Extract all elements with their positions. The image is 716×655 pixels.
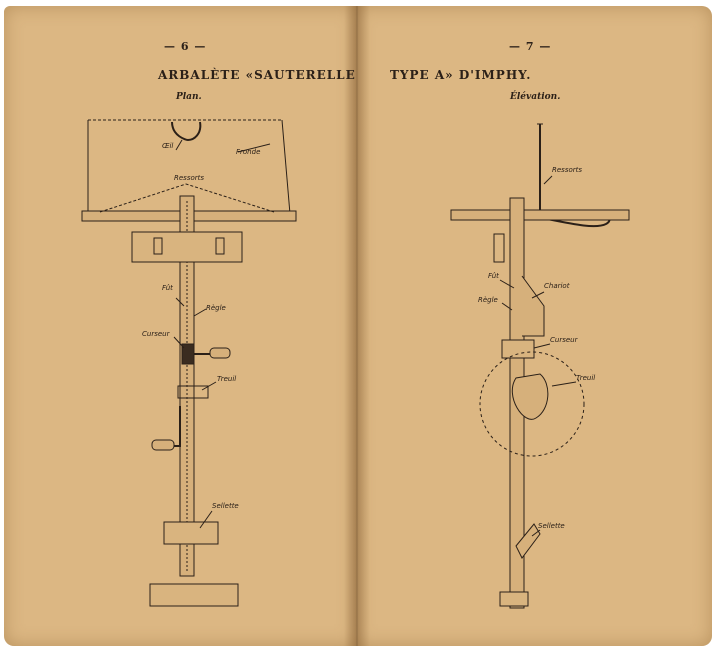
elevation-cross-bar <box>450 209 630 221</box>
bow-right-arm <box>281 119 291 215</box>
label-regle-left: Règle <box>206 304 226 312</box>
treuil-handle-bottom <box>151 439 175 451</box>
label-curseur-right: Curseur <box>550 336 578 344</box>
label-ressorts-right: Ressorts <box>552 166 583 174</box>
label-chariot: Chariot <box>544 282 570 290</box>
crossbow-plan-drawing <box>81 119 297 607</box>
foot-block <box>149 583 239 607</box>
label-fronde: Fronde <box>236 148 261 156</box>
right-page-title: TYPE A» D'IMPHY. <box>390 68 532 82</box>
oeil-loop <box>171 121 202 142</box>
book-gutter <box>344 6 370 646</box>
chariot <box>521 275 545 337</box>
label-oeil: Œil <box>162 142 174 150</box>
elevation-side-block <box>493 233 505 263</box>
label-sellette-right: Sellette <box>538 522 565 530</box>
elevation-sellette <box>515 523 541 559</box>
label-fut-right: Fût <box>488 272 499 280</box>
label-treuil-right: Treuil <box>576 374 596 382</box>
label-fut-left: Fût <box>162 284 173 292</box>
elevation-view-label: Élévation. <box>510 92 561 102</box>
label-ressorts-left: Ressorts <box>174 174 205 182</box>
treuil-drum <box>177 385 209 399</box>
label-regle-right: Règle <box>478 296 498 304</box>
left-page-title: ARBALÈTE «SAUTERELLE <box>158 68 356 82</box>
treuil-circle <box>479 351 585 457</box>
plan-view-label: Plan. <box>176 92 202 102</box>
sellette-block <box>163 521 219 545</box>
label-treuil-left: Treuil <box>217 375 237 383</box>
left-page-number: — 6 — <box>164 40 207 53</box>
label-sellette-left: Sellette <box>212 502 239 510</box>
crossbow-elevation-drawing <box>450 123 630 609</box>
treuil-mechanism <box>511 373 549 420</box>
elevation-foot <box>499 591 529 607</box>
label-curseur-left: Curseur <box>142 330 170 338</box>
open-booklet: — 6 — ARBALÈTE «SAUTERELLE Plan. — 7 — T… <box>4 6 712 651</box>
elevation-curseur <box>501 339 535 359</box>
treuil-handle-top <box>209 347 231 359</box>
right-page-number: — 7 — <box>509 40 552 53</box>
ressorts-lines <box>99 183 275 213</box>
